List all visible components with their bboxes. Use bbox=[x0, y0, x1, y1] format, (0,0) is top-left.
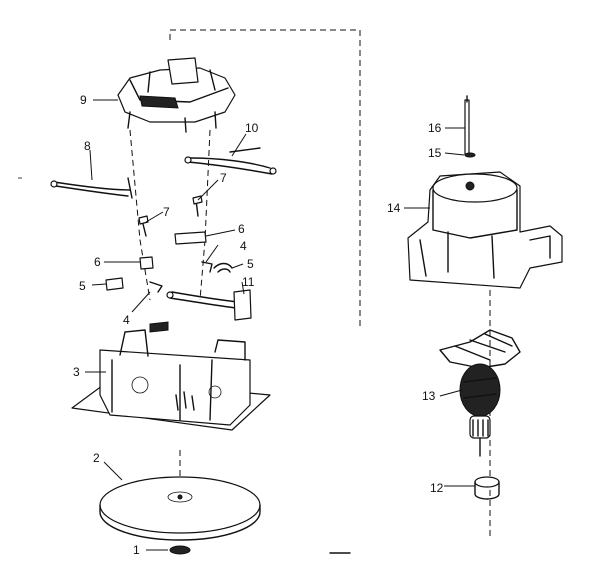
callout-4-upper: 4 bbox=[240, 239, 247, 253]
leader-lines bbox=[85, 99, 475, 551]
callout-14: 14 bbox=[387, 201, 401, 215]
part-8-wire-lead bbox=[50, 177, 133, 199]
callout-15: 15 bbox=[428, 146, 442, 160]
callout-16: 16 bbox=[428, 121, 442, 135]
callout-7-left: 7 bbox=[163, 205, 170, 219]
part-1-drive-coupler bbox=[169, 545, 191, 555]
callout-9: 9 bbox=[80, 93, 87, 107]
callout-13: 13 bbox=[422, 389, 436, 403]
part-13-rotor-armature bbox=[439, 329, 521, 457]
part-15-washer bbox=[464, 152, 476, 158]
part-11-wire-harness bbox=[166, 289, 252, 321]
part-16-shaft bbox=[464, 95, 470, 156]
callout-10: 10 bbox=[245, 121, 259, 135]
callout-8: 8 bbox=[84, 139, 91, 153]
callout-2: 2 bbox=[93, 451, 100, 465]
callout-7-right: 7 bbox=[220, 171, 227, 185]
stray-marks bbox=[18, 177, 351, 554]
callout-5-left: 5 bbox=[79, 279, 86, 293]
part-12-bearing bbox=[474, 476, 500, 500]
part-4-clips bbox=[149, 261, 213, 293]
part-2-turntable-disc bbox=[99, 476, 261, 541]
part-3-base-frame bbox=[71, 321, 271, 431]
callout-1: 1 bbox=[133, 543, 140, 557]
callout-6-left: 6 bbox=[94, 255, 101, 269]
part-5-connectors bbox=[105, 262, 233, 291]
part-7-screws bbox=[138, 195, 203, 237]
callout-6-right: 6 bbox=[238, 222, 245, 236]
part-6-terminals bbox=[139, 231, 207, 270]
callout-labels: 1 2 3 4 4 5 5 6 6 7 7 8 9 10 11 12 13 14… bbox=[73, 93, 444, 557]
callout-4-lower: 4 bbox=[123, 313, 130, 327]
callout-5-right: 5 bbox=[247, 257, 254, 271]
callout-11: 11 bbox=[242, 275, 255, 289]
callout-12: 12 bbox=[430, 481, 444, 495]
part-10-wire-lead bbox=[184, 147, 277, 175]
part-14-motor-housing bbox=[407, 171, 563, 289]
callout-3: 3 bbox=[73, 365, 80, 379]
part-9-control-housing bbox=[117, 57, 236, 133]
